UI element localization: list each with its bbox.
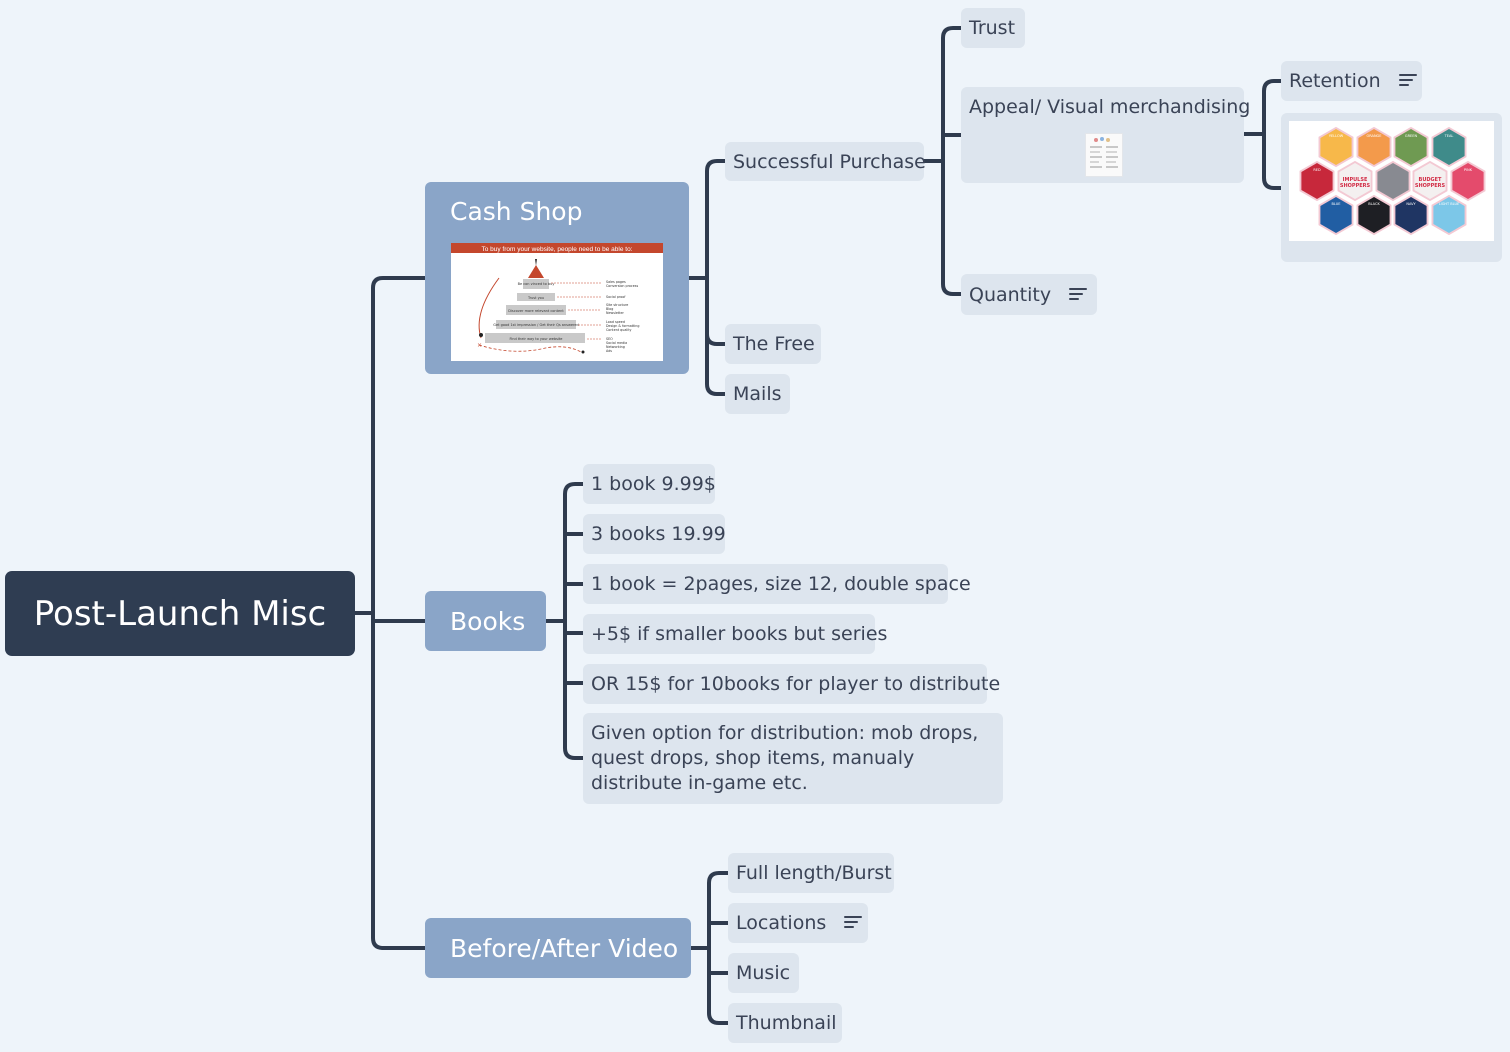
hexagon-top: ORANGE (1356, 126, 1392, 168)
hexagon-bottom: BLUE (1318, 194, 1354, 236)
connector-root-video (371, 611, 427, 950)
successful-purchase-label: Successful Purchase (733, 150, 926, 173)
hexagon-label: NAVY (1406, 202, 1416, 206)
svg-text:Sales pages: Sales pages (606, 280, 626, 284)
impulse-shoppers-label: SHOPPERS (1340, 183, 1371, 189)
budget-shoppers-label: BUDGET (1419, 177, 1443, 183)
document-thumbnail-icon (1090, 137, 1118, 168)
video-item-label: Locations (736, 912, 827, 934)
hexagon-label: RED (1313, 168, 1321, 172)
hexagon-label: BLUE (1332, 202, 1341, 206)
hexagon-side: PINK (1450, 160, 1486, 202)
budget-shoppers-label: SHOPPERS (1415, 183, 1446, 189)
svg-text:Design & formatting: Design & formatting (606, 324, 639, 328)
pyramid-header: To buy from your website, people need to… (481, 246, 632, 253)
topic-mails[interactable]: Mails (725, 374, 790, 414)
svg-text:Content quality: Content quality (606, 328, 631, 332)
the-free-label: The Free (733, 333, 815, 355)
impulse-shoppers-label: IMPULSE (1343, 177, 1368, 183)
hexagon-label: LIGHT BLUE (1439, 202, 1460, 206)
hexagon-center (1337, 160, 1373, 202)
svg-text:Ads: Ads (606, 349, 612, 353)
svg-text:Be con vinced to buy: Be con vinced to buy (518, 282, 555, 286)
video-item-label: Thumbnail (736, 1012, 837, 1034)
topic-retention[interactable]: Retention (1281, 61, 1422, 101)
topic-quantity[interactable]: Quantity (961, 274, 1097, 315)
book-item-label: +5$ if smaller books but series (591, 623, 888, 645)
svg-text:Site structure: Site structure (606, 303, 628, 307)
svg-text:×: × (477, 342, 482, 349)
hexagon-bottom: LIGHT BLUE (1431, 194, 1467, 236)
hexagon-label: ORANGE (1367, 134, 1382, 138)
svg-text:Discover more relevant content: Discover more relevant content (508, 309, 564, 313)
svg-text:Newsletter: Newsletter (606, 311, 624, 315)
video-item[interactable]: Locations (728, 903, 868, 943)
hexagon-label: GREEN (1405, 134, 1418, 138)
hexagon-label: YELLOW (1329, 134, 1344, 138)
mails-label: Mails (733, 383, 782, 405)
book-item[interactable]: +5$ if smaller books but series (583, 614, 887, 654)
topic-cash-shop-label: Cash Shop (450, 197, 583, 226)
book-item[interactable]: 1 book = 2pages, size 12, double space (583, 564, 971, 604)
book-item-label: 1 book = 2pages, size 12, double space (591, 573, 971, 595)
book-item[interactable]: Given option for distribution: mob drops… (583, 713, 1003, 804)
notes-icon[interactable] (1398, 71, 1417, 89)
topic-trust[interactable]: Trust (961, 8, 1025, 48)
topic-video-label: Before/After Video (450, 933, 679, 963)
topic-the-free[interactable]: The Free (725, 324, 821, 364)
hexagon-side: RED (1299, 160, 1335, 202)
hexagon-center (1412, 160, 1448, 202)
svg-text:Networking: Networking (606, 345, 625, 349)
hexagon-bottom: NAVY (1393, 194, 1429, 236)
quantity-label: Quantity (969, 283, 1052, 306)
retention-label: Retention (1289, 70, 1381, 92)
root-topic[interactable]: Post-Launch Misc (5, 571, 355, 656)
video-item-label: Full length/Burst (736, 862, 892, 884)
pyramid-diagram: To buy from your website, people need to… (451, 243, 663, 354)
hexagon-top: GREEN (1393, 126, 1429, 168)
svg-text:Trust you: Trust you (527, 296, 544, 300)
svg-text:Load speed: Load speed (606, 320, 625, 324)
appeal-attachment-thumbnail[interactable] (1085, 133, 1123, 177)
hexagon-label: TEAL (1444, 134, 1454, 138)
svg-text:Blog: Blog (606, 307, 613, 311)
hexagon-middle (1375, 160, 1411, 202)
appeal-label: Appeal/ Visual merchandising (969, 96, 1251, 118)
svg-text:Find their way to your website: Find their way to your website (510, 337, 563, 341)
book-item[interactable]: OR 15$ for 10books for player to distrib… (583, 664, 1000, 704)
pyramid-image[interactable]: To buy from your website, people need to… (451, 243, 663, 361)
connector-root-cashshop (371, 276, 427, 615)
trust-label: Trust (969, 17, 1016, 39)
svg-text:Social proof: Social proof (606, 295, 626, 299)
book-item-label: 3 books 19.99 (591, 523, 726, 545)
book-item-label: OR 15$ for 10books for player to distrib… (591, 673, 1001, 695)
topic-books[interactable]: Books (425, 591, 546, 651)
book-item[interactable]: 3 books 19.99 (583, 514, 726, 554)
svg-text:Get good 1st impression / Get: Get good 1st impression / Get their Qs a… (493, 323, 578, 327)
svg-text:Social media: Social media (606, 341, 627, 345)
book-item-label: Given option for distribution: mob drops… (591, 722, 979, 794)
book-item-label: 1 book 9.99$ (591, 473, 716, 495)
hexagon-top: TEAL (1431, 126, 1467, 168)
video-item-label: Music (736, 962, 791, 984)
hexagon-label: PINK (1464, 168, 1473, 172)
root-topic-label: Post-Launch Misc (33, 593, 327, 634)
topic-successful-purchase[interactable]: Successful Purchase (725, 142, 926, 181)
svg-text:SEO: SEO (606, 337, 613, 341)
book-item[interactable]: 1 book 9.99$ (583, 464, 716, 504)
topic-books-label: Books (450, 606, 526, 636)
topic-before-after-video[interactable]: Before/After Video (425, 918, 691, 978)
notes-icon[interactable] (844, 913, 863, 931)
svg-text:Conversion process: Conversion process (606, 284, 638, 288)
hexagon-top: YELLOW (1318, 126, 1354, 168)
hexagon-bottom: BLACK (1356, 194, 1392, 236)
video-item[interactable]: Thumbnail (728, 1003, 842, 1043)
notes-icon[interactable] (1069, 285, 1088, 303)
hexagon-image[interactable]: YELLOW ORANGE GREEN TEAL RED PINK BLUE BLACK NAV… (1289, 121, 1494, 241)
hexagon-label: BLACK (1368, 202, 1380, 206)
video-item[interactable]: Full length/Burst (728, 853, 894, 893)
video-item[interactable]: Music (728, 953, 799, 993)
shopper-hexagon-graphic: YELLOW ORANGE GREEN TEAL RED PINK BLUE BLACK NAV… (1299, 126, 1486, 236)
